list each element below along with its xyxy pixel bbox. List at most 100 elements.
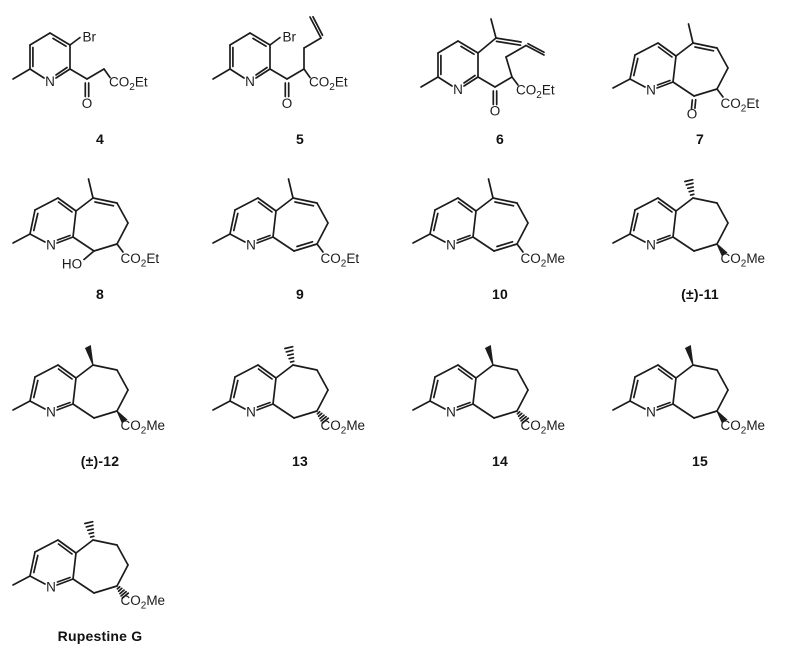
ester-label: CO2Et bbox=[321, 251, 360, 270]
seven-membered-ring bbox=[72, 197, 129, 252]
compound-14: N CO2Me 14 bbox=[400, 310, 600, 485]
pyridine-ring bbox=[412, 197, 477, 244]
compound-6-structure: N O CO2Et bbox=[420, 18, 555, 119]
compound-10-structure: N CO2Me bbox=[412, 178, 565, 270]
seven-membered-ring bbox=[272, 197, 329, 252]
compound-5-caption: 5 bbox=[296, 131, 304, 147]
empty-cell bbox=[600, 485, 800, 660]
seven-membered-ring bbox=[272, 363, 329, 419]
nitrogen-label: N bbox=[46, 404, 56, 419]
compound-rupestine-g-caption: Rupestine G bbox=[57, 627, 143, 644]
nitrogen-label: N bbox=[46, 238, 56, 253]
ester-label: CO2Me bbox=[121, 593, 166, 612]
compound-6: N O CO2Et 6 bbox=[400, 0, 600, 152]
compound-12-caption: (±)-12 bbox=[80, 452, 120, 469]
seven-membered-ring bbox=[672, 197, 729, 252]
hash-bond-methyl bbox=[284, 345, 295, 363]
compound-9-structure: N CO2Et bbox=[212, 178, 360, 270]
seven-membered-ring bbox=[472, 363, 529, 419]
carbonyl-group bbox=[477, 76, 513, 106]
pyridine-ring bbox=[612, 197, 677, 244]
methyl-group bbox=[487, 178, 494, 199]
wedge-bond-methyl bbox=[85, 344, 94, 365]
compound-9: N CO2Et 9 bbox=[200, 152, 400, 310]
compound-5: N Br O CO2Et 5 bbox=[200, 0, 400, 152]
pyridine-ring bbox=[420, 40, 479, 88]
compound-8-structure: N HO CO2Et bbox=[12, 178, 159, 272]
double-bond bbox=[94, 201, 115, 207]
pyridine-ring bbox=[12, 32, 71, 80]
nitrogen-label: N bbox=[46, 579, 56, 594]
ester-label: CO2Et bbox=[309, 75, 348, 94]
ester-bond bbox=[511, 76, 519, 86]
ester-label: CO2Me bbox=[721, 418, 766, 437]
compound-15-structure: N CO2Me bbox=[612, 344, 766, 437]
compound-6-caption: 6 bbox=[496, 131, 504, 147]
double-bond bbox=[294, 201, 315, 207]
compound-12: N CO2Me (±)-12 bbox=[0, 310, 200, 485]
nitrogen-label: N bbox=[446, 404, 456, 419]
hash-bond-methyl bbox=[84, 520, 95, 538]
methyl-group bbox=[287, 178, 294, 199]
methyl-group bbox=[687, 23, 694, 44]
bromine-label: Br bbox=[83, 30, 97, 45]
compound-7-caption: 7 bbox=[696, 131, 704, 147]
pyridine-ring bbox=[12, 197, 77, 244]
compound-12-structure: N CO2Me bbox=[12, 344, 166, 437]
wedge-bond-methyl bbox=[485, 344, 494, 365]
pyridine-ring bbox=[12, 363, 77, 411]
isopropenyl-group bbox=[477, 18, 522, 54]
compound-14-structure: N CO2Me bbox=[412, 344, 566, 437]
hydroxyl-bond bbox=[83, 250, 95, 261]
pyridine-ring bbox=[212, 32, 271, 80]
hydroxyl-label: HO bbox=[62, 257, 82, 272]
seven-membered-ring bbox=[472, 197, 529, 252]
compound-13-caption: 13 bbox=[292, 452, 308, 469]
nitrogen-label: N bbox=[646, 404, 656, 419]
allyl-group bbox=[303, 15, 324, 70]
compound-4-structure: N Br O CO2Et bbox=[12, 30, 148, 111]
compound-11-structure: N CO2Me bbox=[612, 178, 766, 270]
compound-15: N CO2Me 15 bbox=[600, 310, 800, 485]
compound-4: N Br O CO2Et 4 bbox=[0, 0, 200, 152]
compound-7-structure: N O CO2Et bbox=[612, 23, 759, 122]
carbonyl-group bbox=[269, 68, 305, 98]
compound-4-caption: 4 bbox=[96, 131, 104, 147]
compound-14-caption: 14 bbox=[492, 452, 508, 469]
double-bond bbox=[494, 201, 515, 207]
bromine-bond bbox=[69, 36, 81, 46]
wedge-bond-methyl bbox=[685, 344, 694, 365]
nitrogen-label: N bbox=[453, 82, 463, 97]
seven-membered-ring bbox=[72, 363, 129, 419]
pyridine-ring bbox=[212, 363, 277, 411]
compound-13-structure: N CO2Me bbox=[212, 345, 366, 437]
compound-11-caption: (±)-11 bbox=[681, 286, 719, 302]
hash-bond-methyl bbox=[684, 178, 695, 196]
seven-membered-ring bbox=[672, 42, 729, 97]
ketone-oxygen-label: O bbox=[82, 96, 93, 111]
compound-8: N HO CO2Et 8 bbox=[0, 152, 200, 310]
nitrogen-label: N bbox=[245, 74, 255, 89]
double-bond bbox=[694, 46, 715, 52]
compound-8-caption: 8 bbox=[96, 286, 104, 302]
compound-rupestine-g-structure: N CO2Me bbox=[12, 520, 166, 612]
compound-10: N CO2Me 10 bbox=[400, 152, 600, 310]
empty-cell bbox=[400, 485, 600, 660]
compound-rupestine-g: N CO2Me Rupestine G bbox=[0, 485, 200, 660]
ester-label: CO2Et bbox=[109, 75, 148, 94]
ester-label: CO2Me bbox=[521, 418, 566, 437]
nitrogen-label: N bbox=[246, 404, 256, 419]
ester-label: CO2Me bbox=[721, 251, 766, 270]
allyl-group bbox=[505, 42, 545, 78]
ester-label: CO2Et bbox=[516, 83, 555, 102]
compound-7: N O CO2Et 7 bbox=[600, 0, 800, 152]
compound-5-structure: N Br O CO2Et bbox=[212, 15, 348, 111]
nitrogen-label: N bbox=[45, 74, 55, 89]
ester-label: CO2Me bbox=[121, 418, 166, 437]
nitrogen-label: N bbox=[646, 83, 656, 98]
compound-10-caption: 10 bbox=[492, 286, 508, 302]
seven-membered-ring bbox=[672, 363, 729, 419]
ester-label: CO2Me bbox=[321, 418, 366, 437]
compound-11: N CO2Me (±)-11 bbox=[600, 152, 800, 310]
